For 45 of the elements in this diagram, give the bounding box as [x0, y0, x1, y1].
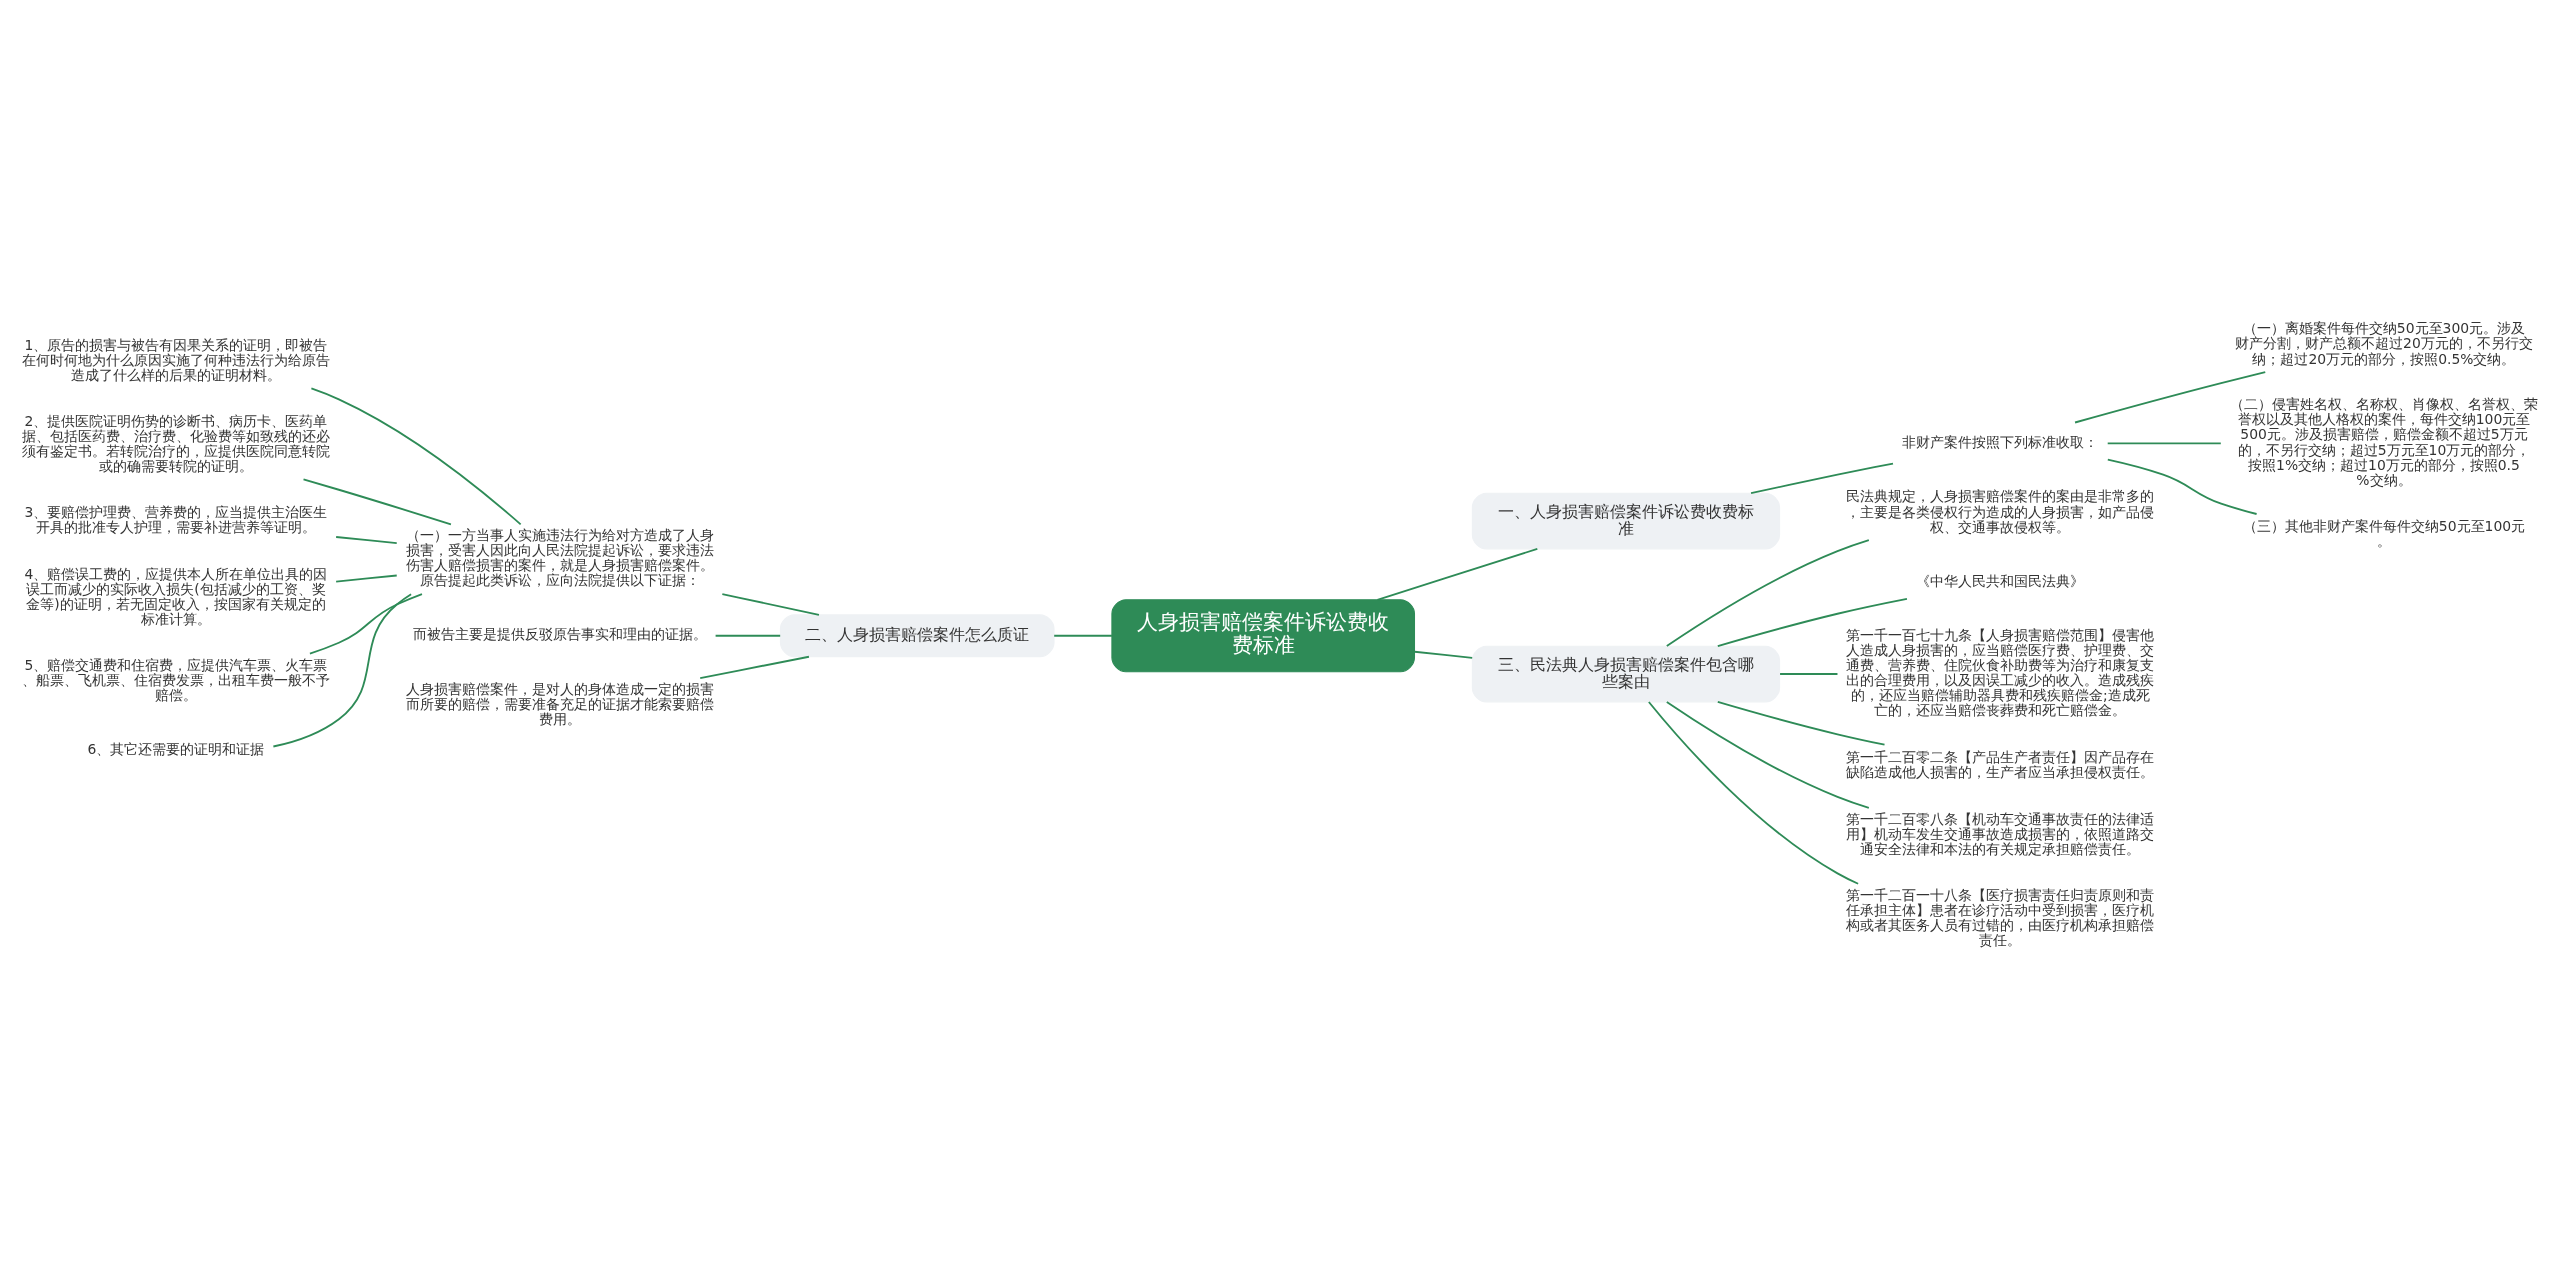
connector	[1665, 701, 1870, 809]
node-text: （一）一方当事人实施违法行为给对方造成了人身损害，受害人因此向人民法院提起诉讼，要求违法伤害人赔偿损害的案件，就是人身损害赔偿案件。原告提起此类诉讼，应向法院提供以下证据：	[405, 527, 714, 589]
connector	[1413, 650, 1474, 659]
connector	[2106, 458, 2258, 515]
node-text: 4、赔偿误工费的，应提供本人所在单位出具的因误工而减少的实际收入损失(包括减少的工资、奖金等)的证明，若无固定收入，按国家有关规定的标准计算。	[24, 565, 328, 627]
node-text: 而被告主要是提供反驳原告事实和理由的证据。	[412, 626, 707, 643]
connector	[335, 536, 398, 544]
connector	[2074, 371, 2267, 424]
node-box: 人身损害赔偿案件诉讼费收费标准	[1111, 599, 1416, 673]
node-text: 6、其它还需要的证明和证据	[87, 741, 265, 758]
connector	[308, 593, 423, 655]
node-box: 三、民法典人身损害赔偿案件包含哪些案由	[1471, 645, 1781, 703]
node-text: 第一千二百零八条【机动车交通事故责任的法律适用】机动车发生交通事故造成损害的，依照道路交通安全法律和本法的有关规定承担赔偿责任。	[1846, 810, 2155, 857]
node-text: 第一千二百零二条【产品生产者责任】因产品存在缺陷造成他人损害的，生产者应当承担侵权责任。	[1846, 748, 2155, 780]
connector	[1053, 634, 1113, 637]
connector	[310, 387, 522, 526]
connector	[302, 478, 452, 526]
node-text: 《中华人民共和国民法典》	[1916, 573, 2085, 590]
node-text: 第一千二百一十八条【医疗损害责任归责原则和责任承担主体】患者在诊疗活动中受到损害，医疗机构或者其医务人员有过错的，由医疗机构承担赔偿责任。	[1846, 886, 2155, 948]
connector	[699, 655, 810, 679]
node-text: （一）离婚案件每件交纳50元至300元。涉及财产分割，财产总额不超过20万元的，不另行交纳；超过20万元的部分，按照0.5%交纳。	[2235, 320, 2533, 367]
node-text: 人身损害赔偿案件，是对人的身体造成一定的损害而所要的赔偿，需要准备充足的证据才能索要赔偿费用。	[405, 680, 714, 727]
node-box: 一、人身损害赔偿案件诉讼费收费标准	[1471, 492, 1781, 550]
connector	[335, 574, 398, 583]
node-text: 2、提供医院证明伤势的诊断书、病历卡、医药单据、包括医药费、治疗费、化验费等如致残的还必须有鉴定书。若转院治疗的，应提供医院同意转院或的确需要转院的证明。	[22, 412, 331, 474]
connector	[1665, 539, 1870, 647]
node-text: 非财产案件按照下列标准收取：	[1902, 433, 2099, 450]
node-text: 5、赔偿交通费和住宿费，应提供汽车票、火车票、船票、飞机票、住宿费发票，出租车费一般不予赔偿。	[22, 656, 331, 703]
node-box: 二、人身损害赔偿案件怎么质证	[779, 614, 1055, 658]
node-text: （二）侵害姓名权、名称权、肖像权、名誉权、荣誉权以及其他人格权的案件，每件交纳100元至500元。涉及损害赔偿，赔偿金额不超过5万元的，不另行交纳；超过5万元至10万元的部分，按照1%交纳；超过10万元的部分，按照0.5%交纳。	[2229, 396, 2538, 488]
connector	[721, 593, 820, 616]
connector	[1779, 673, 1839, 675]
connector	[1716, 597, 1908, 648]
node-text: （三）其他非财产案件每件交纳50元至100元。	[2242, 518, 2526, 550]
connector	[2106, 442, 2222, 445]
connector	[1750, 462, 1894, 495]
connector	[1376, 547, 1539, 601]
node-text: 1、原告的损害与被告有因果关系的证明，即被告在何时何地为什么原因实施了何种违法行为给原告造成了什么样的后果的证明材料。	[22, 336, 331, 383]
node-text: 民法典规定，人身损害赔偿案件的案由是非常多的，主要是各类侵权行为造成的人身损害，如产品侵权、交通事故侵权等。	[1846, 488, 2155, 535]
node-text: 第一千一百七十九条【人身损害赔偿范围】侵害他人造成人身损害的，应当赔偿医疗费、护理费、交通费、营养费、住院伙食补助费等为治疗和康复支出的合理费用，以及因误工减少的收入。造成残疾的，还应当赔偿辅助器具费和残疾赔偿金;造成死亡的，还应当赔偿丧葬费和死亡赔偿金。	[1846, 626, 2155, 719]
connector	[1716, 700, 1886, 746]
connector	[1647, 701, 1860, 885]
connector	[272, 593, 413, 748]
node-text: 3、要赔偿护理费、营养费的，应当提供主治医生开具的批准专人护理，需要补进营养等证明。	[24, 504, 328, 536]
connector	[714, 634, 782, 637]
